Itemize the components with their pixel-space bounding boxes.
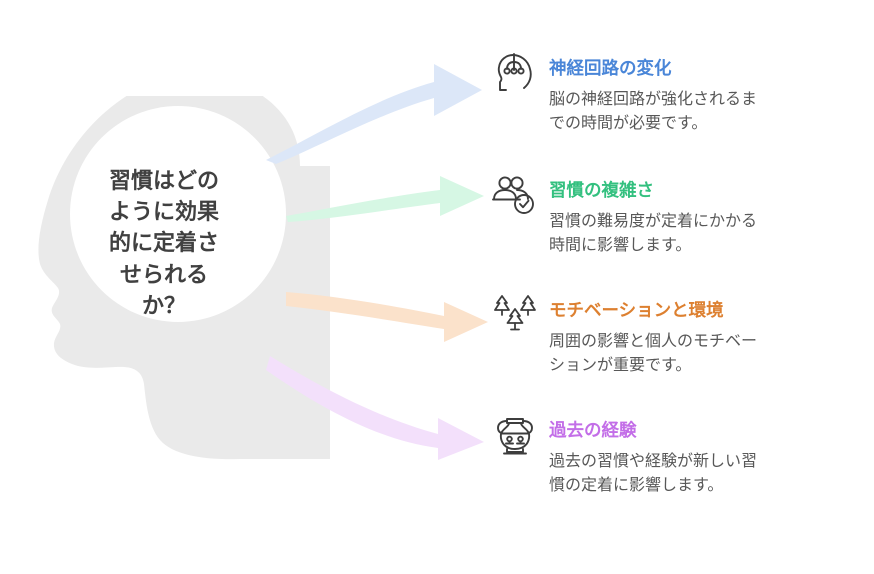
arrow-to-branch-1 — [266, 64, 482, 164]
branch-heading-1: 神経回路の変化 — [549, 58, 672, 78]
arrow-to-branch-3 — [286, 292, 488, 342]
branch-heading-2: 習慣の複雑さ — [549, 180, 654, 200]
branch-description-3: 周囲の影響と個人のモチベー ションが重要です。 — [549, 333, 758, 374]
arrow-to-branch-2 — [286, 176, 484, 222]
center-question-text: 習慣はどの ように効果 的に定着さ せられる か？ — [108, 168, 219, 318]
head-silhouette-icon — [38, 96, 330, 460]
brain-head-icon — [497, 53, 532, 91]
trees-icon — [494, 295, 536, 331]
branch-description-1: 脳の神経回路が強化されるま での時間が必要です。 — [549, 91, 758, 132]
branch-description-2: 習慣の難易度が定着にかかる 時間に影響します。 — [549, 213, 758, 254]
branch-heading-4: 過去の経験 — [549, 420, 637, 440]
arrow-to-branch-4 — [266, 356, 484, 460]
amphora-vase-icon — [497, 418, 533, 455]
users-check-icon — [492, 176, 534, 214]
branch-description-4: 過去の習慣や経験が新しい習 慣の定着に影響します。 — [549, 453, 758, 494]
branch-heading-3: モチベーションと環境 — [549, 300, 724, 320]
